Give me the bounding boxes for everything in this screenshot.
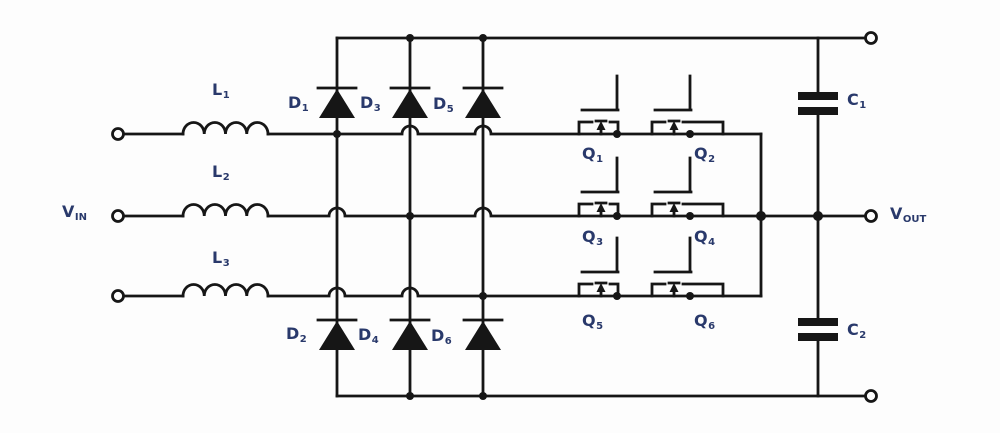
junction-dot [333,130,341,138]
mosfet-q2-gate [653,74,693,112]
junction-dot [479,392,487,400]
terminal-output-positive [864,31,878,45]
terminal-input-phase-2 [111,209,125,223]
phase-1-line [123,121,763,136]
diode-d1 [316,86,358,118]
capacitor-c2-plate-top [798,318,838,326]
junction-dot [479,34,487,42]
diode-d5 [462,86,504,118]
label-l1: L1 [212,80,230,101]
phase-3-wire [123,286,763,298]
junction-dot [406,34,414,42]
label-d4: D4 [358,325,379,346]
junction-dots [333,34,823,400]
label-vout: VOUT [890,204,927,225]
mosfet-q6-gate [653,236,693,274]
junction-dot [686,130,694,138]
mosfet-q3-body-arrow [596,203,606,212]
terminal-input-phase-1 [111,127,125,141]
capacitor-c1-plate-bottom [798,107,838,115]
mosfet-q1-gate [580,74,620,112]
junction-dot [686,212,694,220]
label-c2: C2 [847,320,867,341]
junction-dot [406,392,414,400]
junction-dot [613,212,621,220]
inductor-l2-coil [181,203,270,218]
diode-d6-triangle [465,321,501,350]
diode-d4-triangle [392,321,428,350]
diode-d6 [462,318,504,350]
junction-dot [613,292,621,300]
capacitor-c2-plate-bottom [798,333,838,341]
mosfet-q4-gate [653,156,693,194]
label-d5: D5 [433,94,454,115]
diode-d2 [316,318,358,350]
junction-dot [686,292,694,300]
diode-d2-triangle [319,321,355,350]
label-d6: D6 [431,326,452,347]
terminal-output-negative [864,389,878,403]
mosfet-q4-body-arrow [669,203,679,212]
mosfet-q1 [577,74,620,136]
mosfet-q2 [650,74,725,136]
mosfet-q3-gate [580,156,620,194]
label-q4: Q4 [694,227,716,248]
label-q1: Q1 [582,144,604,165]
junction-dot [756,211,766,221]
junction-dot [406,212,414,220]
inductor-l3-coil [181,283,270,298]
label-q5: Q5 [582,311,604,332]
mosfet-q6 [650,236,725,298]
mosfet-q3 [577,156,620,218]
terminal-input-phase-3 [111,289,125,303]
phase-2-wire [123,206,866,218]
diode-d4 [389,318,431,350]
inductor-l1-coil [181,121,270,136]
label-vin: VIN [62,202,87,223]
mosfet-q1-body-arrow [596,121,606,130]
junction-dot [613,130,621,138]
capacitor-c2 [798,214,838,398]
label-l2: L2 [212,162,230,183]
mosfet-q5 [577,236,620,298]
diode-d3 [389,86,431,118]
mosfet-q4 [650,156,725,218]
diode-d1-triangle [319,89,355,118]
phase-1-wire [123,124,763,136]
terminal-output-mid [864,209,878,223]
capacitor-c1 [798,36,838,218]
mosfet-q5-body-arrow [596,283,606,292]
diode-d3-triangle [392,89,428,118]
mosfet-q2-body-arrow [669,121,679,130]
junction-dot [813,211,823,221]
label-q3: Q3 [582,227,604,248]
label-c1: C1 [847,90,867,111]
label-l3: L3 [212,248,230,269]
mosfet-q5-gate [580,236,620,274]
label-q2: Q2 [694,144,716,165]
mosfet-q6-body-arrow [669,283,679,292]
capacitor-c1-plate-top [798,92,838,100]
label-d2: D2 [286,324,307,345]
phase-2-line [123,203,866,218]
label-d3: D3 [360,93,381,114]
diode-d5-triangle [465,89,501,118]
label-q6: Q6 [694,311,716,332]
junction-dot [479,292,487,300]
phase-3-line [123,283,763,298]
label-d1: D1 [288,93,309,114]
